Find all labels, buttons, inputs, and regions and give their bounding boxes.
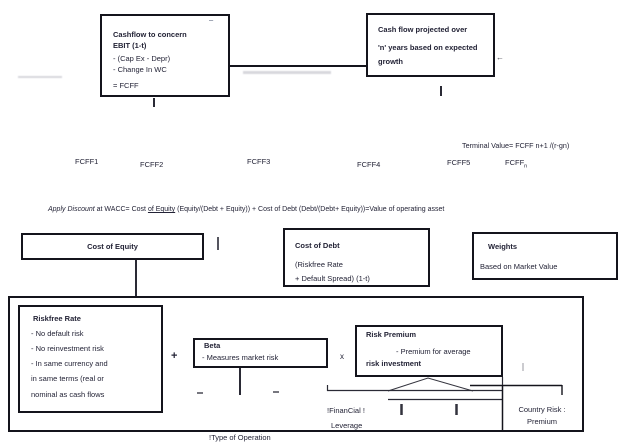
wacc-formula-italic: Apply Discount xyxy=(48,206,95,213)
left-arrow: ← xyxy=(496,53,504,62)
fcff-label-1: FCFF1 xyxy=(75,157,99,166)
financial-leverage-label: !FinanCial ! Leverage xyxy=(327,406,365,430)
risk-premium-box: Risk Premium - Premium for average risk … xyxy=(355,325,503,377)
riskfree-line: nominal as cash flows xyxy=(31,390,105,399)
multiply-operator: x xyxy=(340,352,344,361)
scan-dash-artifact: – xyxy=(209,15,214,24)
cost-of-equity-connector xyxy=(135,260,137,296)
projection-box-line: Cash flow projected over xyxy=(378,25,468,34)
risk-premium-title: Risk Premium xyxy=(366,330,417,339)
tick-mark xyxy=(153,98,155,107)
cashflow-box-line: = FCFF xyxy=(113,81,139,90)
riskfree-line: - No reinvestment risk xyxy=(31,344,104,353)
fcff-label-5: FCFF5 xyxy=(447,158,471,167)
box-connector-line xyxy=(229,65,366,67)
beta-box: Beta - Measures market risk xyxy=(193,338,328,368)
cost-of-equity-title: Cost of Equity xyxy=(87,242,138,251)
terminal-value-label: Terminal Value= FCFF n+1 /(r-gn) xyxy=(462,141,570,150)
type-of-operation-label: !Type of Operation Business Leveraae xyxy=(209,433,271,442)
cashflow-box-line: Cashflow to concern xyxy=(113,30,187,39)
cost-of-debt-line: + Default Spread) (1-t) xyxy=(295,274,370,283)
fcff-label-4: FCFF4 xyxy=(357,160,381,169)
projection-box-line: growth xyxy=(378,57,403,66)
country-risk-premium-label: Country Risk : Premium xyxy=(518,405,566,426)
riskfree-title: Riskfree Rate xyxy=(33,314,81,323)
cashflow-box-line: EBIT (1-t) xyxy=(113,41,147,50)
scan-dash-artifact xyxy=(197,392,203,394)
cashflow-to-firm-box: – Cashflow to concern EBIT (1-t) - (Cap … xyxy=(100,14,230,97)
scan-smudge xyxy=(18,76,62,78)
cashflow-box-line: - Change In WC xyxy=(113,65,167,74)
riskfree-line: in same terms (real or xyxy=(31,374,104,383)
cashflow-box-line: - (Cap Ex - Depr) xyxy=(113,54,171,63)
fcff-label-3: FCFF3 xyxy=(247,157,271,166)
fcff-label-n: FCFFn xyxy=(505,158,528,170)
tick-mark xyxy=(440,86,442,96)
plus-operator: + xyxy=(171,350,178,362)
riskfree-line: - No default risk xyxy=(31,329,84,338)
wacc-formula: Apply Discount at WACC= Cost of Equity (… xyxy=(48,206,445,213)
riskfree-line: - In same currency and xyxy=(31,359,108,368)
wacc-formula-underlined: of Equity xyxy=(147,206,176,213)
scan-smudge xyxy=(243,71,331,74)
cost-of-debt-box: Cost of Debt (Riskfree Rate + Default Sp… xyxy=(283,228,430,287)
projection-box-line: 'n' years based on expected xyxy=(378,43,478,52)
beta-subtitle: - Measures market risk xyxy=(202,353,279,362)
risk-premium-line: - Premium for average xyxy=(396,347,471,356)
cost-of-debt-title: Cost of Debt xyxy=(295,241,340,250)
tick-mark xyxy=(217,237,219,250)
cost-of-equity-box: Cost of Equity xyxy=(21,233,204,260)
scan-dash-artifact xyxy=(273,391,279,393)
weights-title: Weights xyxy=(488,242,518,251)
cost-of-debt-line: (Riskfree Rate xyxy=(295,260,343,269)
fcff-label-2: FCFF2 xyxy=(140,160,164,169)
beta-connector xyxy=(239,368,241,395)
riskfree-rate-box: Riskfree Rate - No default risk - No rei… xyxy=(18,305,163,413)
beta-title: Beta xyxy=(204,341,221,350)
cashflow-projection-box: Cash flow projected over 'n' years based… xyxy=(366,13,495,77)
weights-box: Weights Based on Market Value xyxy=(472,232,618,280)
risk-premium-line: risk investment xyxy=(366,359,422,368)
weights-subtitle: Based on Market Value xyxy=(480,262,558,271)
